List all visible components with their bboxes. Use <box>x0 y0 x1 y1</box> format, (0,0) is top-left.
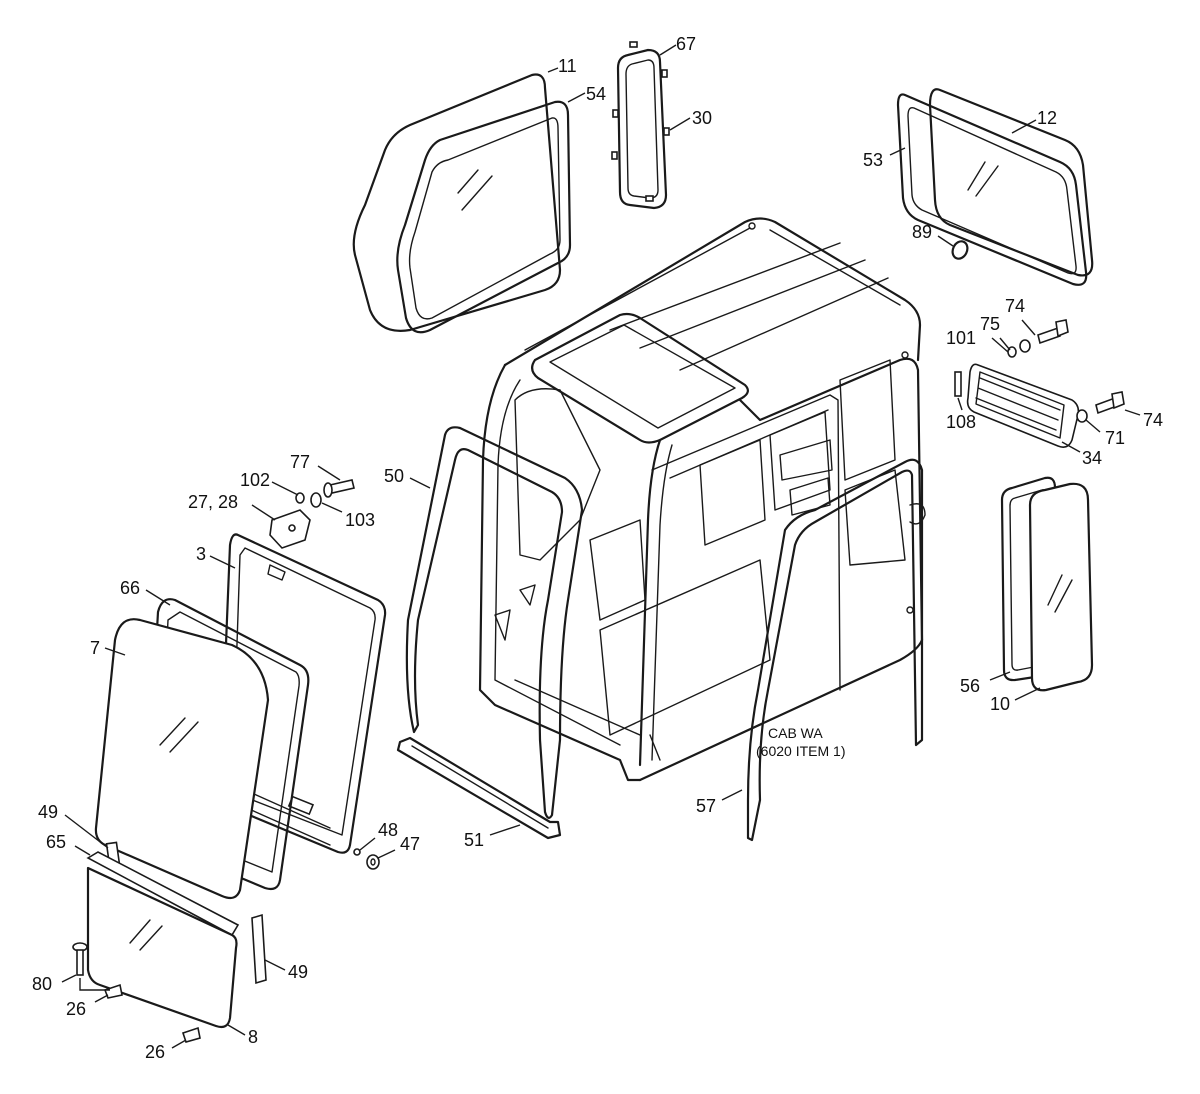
leader-lines <box>61 44 1141 1049</box>
callout-103: 103 <box>345 510 375 530</box>
callout-26-upper: 26 <box>66 999 86 1019</box>
callout-26-lower: 26 <box>145 1042 165 1062</box>
callout-11: 11 <box>558 56 577 76</box>
screw-80 <box>72 942 88 976</box>
front-upper-seal <box>396 100 572 334</box>
front-seal <box>405 426 584 819</box>
pin-48 <box>353 848 361 856</box>
washer-71 <box>1076 409 1088 423</box>
callout-75: 75 <box>980 314 1000 334</box>
callout-71: 71 <box>1105 428 1125 448</box>
callout-34: 34 <box>1082 448 1102 468</box>
callout-67: 67 <box>676 34 696 54</box>
cab-note-line2: (6020 ITEM 1) <box>756 743 845 759</box>
clip-26-lower <box>181 1026 201 1043</box>
callout-49-upper: 49 <box>38 802 58 822</box>
callouts: 11 54 67 30 12 53 89 74 75 101 108 74 71… <box>32 34 1163 1062</box>
door-upper-seal <box>611 41 670 210</box>
callout-30: 30 <box>692 108 712 128</box>
callout-66: 66 <box>120 578 140 598</box>
o-ring <box>951 240 969 260</box>
callout-77: 77 <box>290 452 310 472</box>
cab-note-line1: CAB WA <box>768 725 823 741</box>
lower-seal <box>396 736 562 840</box>
rear-glass <box>1028 482 1094 692</box>
callout-12: 12 <box>1037 108 1057 128</box>
cab-note: CAB WA (6020 ITEM 1) <box>756 725 845 759</box>
callout-74-lower: 74 <box>1143 410 1163 430</box>
callout-89: 89 <box>912 222 932 242</box>
callout-48: 48 <box>378 820 398 840</box>
callout-27-28: 27, 28 <box>188 492 238 512</box>
bolt-74-lower <box>1095 391 1125 415</box>
callout-7: 7 <box>90 638 100 658</box>
bolt-77 <box>323 479 355 498</box>
rear-side-seal <box>896 93 1088 286</box>
callout-50: 50 <box>384 466 404 486</box>
callout-65: 65 <box>46 832 66 852</box>
callout-49-lower: 49 <box>288 962 308 982</box>
door-rail <box>86 851 240 937</box>
callout-10: 10 <box>990 694 1010 714</box>
callout-54: 54 <box>586 84 606 104</box>
callout-101: 101 <box>946 328 976 348</box>
door-lock <box>269 509 311 549</box>
door-frame <box>218 533 387 854</box>
washer-75 <box>1019 339 1031 353</box>
callout-47: 47 <box>400 834 420 854</box>
callout-108: 108 <box>946 412 976 432</box>
callout-80: 80 <box>32 974 52 994</box>
side-seal <box>746 458 924 842</box>
washer-103 <box>310 492 322 508</box>
door-lower-glass <box>86 866 238 1029</box>
door-upper-glass <box>94 618 270 900</box>
nut-47 <box>366 854 380 870</box>
callout-57: 57 <box>696 796 716 816</box>
bolt-74-upper <box>1037 319 1069 345</box>
callout-3: 3 <box>196 544 206 564</box>
callout-74-upper: 74 <box>1005 296 1025 316</box>
door-strip-lower <box>251 913 267 985</box>
washer-102 <box>295 492 305 504</box>
callout-51: 51 <box>464 830 484 850</box>
pin-108 <box>954 371 962 397</box>
callout-56: 56 <box>960 676 980 696</box>
callout-8: 8 <box>248 1027 258 1047</box>
rear-side-glass <box>928 88 1094 277</box>
callout-102: 102 <box>240 470 270 490</box>
vent-grille <box>966 363 1080 448</box>
front-upper-glass <box>352 73 562 332</box>
callout-53: 53 <box>863 150 883 170</box>
cab-body <box>478 217 926 782</box>
